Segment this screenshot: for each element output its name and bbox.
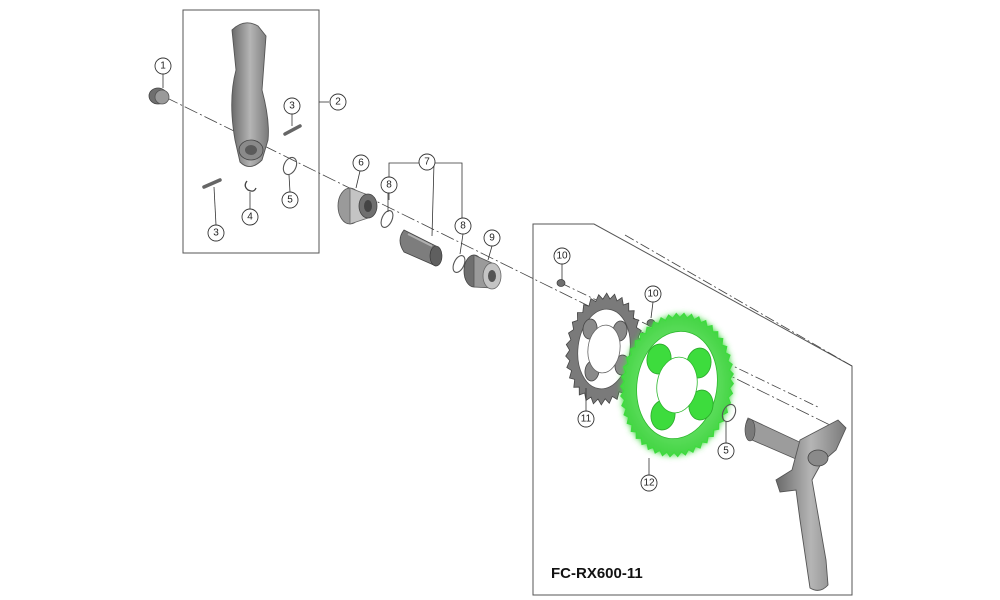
- callout-9: 9: [483, 229, 501, 247]
- chainring-bolt-axis-lower: [624, 234, 853, 367]
- svg-text:9: 9: [489, 233, 495, 244]
- svg-text:12: 12: [643, 478, 655, 489]
- callout-11: 11: [577, 410, 595, 428]
- callout-10-left: 10: [553, 247, 571, 265]
- svg-text:1: 1: [160, 61, 166, 72]
- svg-text:11: 11: [581, 414, 592, 425]
- svg-text:2: 2: [335, 97, 341, 108]
- o-ring-bb-right-part: [452, 255, 466, 273]
- right-crank-group-frame: [532, 223, 853, 596]
- svg-text:4: 4: [247, 212, 253, 223]
- callout-8-right: 8: [454, 217, 472, 235]
- callout-5-left: 5: [281, 191, 299, 209]
- o-ring-bb-left-part: [380, 210, 394, 228]
- pinch-bolt-upper-part: [283, 124, 302, 136]
- left-adapter-cup-part: [337, 187, 378, 225]
- callout-8-left: 8: [380, 176, 398, 194]
- callout-3-lower: 3: [207, 224, 225, 242]
- left-crank-arm-part: [231, 22, 269, 167]
- callout-1: 1: [154, 57, 172, 75]
- callout-6: 6: [352, 154, 370, 172]
- o-ring-left-part: [282, 156, 298, 176]
- left-crank-group-frame: [182, 9, 320, 254]
- pinch-bolt-lower-part: [202, 178, 222, 189]
- callout-7: 7: [418, 153, 436, 171]
- right-adapter-cup-part: [463, 254, 502, 290]
- stopper-plate-part: [244, 180, 257, 192]
- svg-text:8: 8: [386, 180, 392, 191]
- right-crank-arm-part: [744, 417, 847, 591]
- callout-12: 12: [640, 474, 658, 492]
- callout-2: 2: [329, 93, 347, 111]
- svg-text:6: 6: [358, 158, 364, 169]
- callout-10-right: 10: [644, 285, 662, 303]
- callout-3-upper: 3: [283, 97, 301, 115]
- svg-text:5: 5: [723, 446, 729, 457]
- large-chainring-part: [619, 312, 735, 458]
- svg-text:10: 10: [556, 251, 568, 262]
- svg-text:10: 10: [647, 289, 659, 300]
- model-label: FC-RX600-11: [551, 565, 643, 582]
- o-ring-right-part: [721, 403, 737, 423]
- svg-text:3: 3: [289, 101, 295, 112]
- callout-5-right: 5: [717, 442, 735, 460]
- callout-4: 4: [241, 208, 259, 226]
- svg-text:5: 5: [287, 195, 293, 206]
- svg-text:3: 3: [213, 228, 219, 239]
- inner-cover-sleeve-part: [399, 229, 443, 267]
- svg-text:8: 8: [460, 221, 466, 232]
- chainring-bolt-axis-upper: [560, 282, 821, 409]
- chainring-bolt-left-part: [556, 279, 566, 287]
- svg-text:7: 7: [424, 157, 430, 168]
- crank-fixing-bolt-part: [148, 87, 170, 105]
